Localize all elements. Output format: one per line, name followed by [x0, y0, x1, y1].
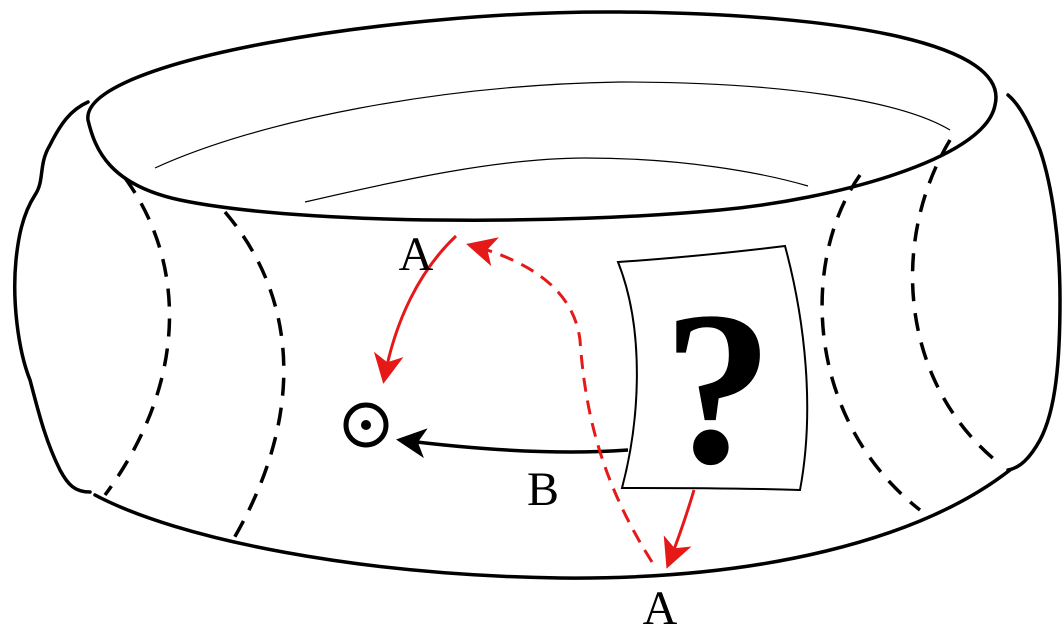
question-mark-icon: ?	[663, 266, 773, 510]
ring-top-opening	[86, 10, 998, 222]
ring-left-side	[13, 100, 92, 494]
ring-outline	[13, 10, 1062, 580]
red-dashed-path	[466, 237, 654, 563]
red-arrow-top	[373, 234, 458, 384]
red-arrow-bottom	[663, 489, 696, 569]
unknown-patch: ?	[616, 244, 809, 510]
arrow-b	[396, 428, 629, 459]
ring-inner-contours	[154, 81, 951, 203]
label-b: B	[527, 463, 559, 516]
patch-outline	[616, 244, 809, 492]
label-a-bottom: A	[643, 582, 678, 631]
circled-dot-icon	[343, 402, 389, 448]
ring-bottom-edge	[93, 468, 1012, 580]
ring-right-side	[1006, 93, 1062, 472]
ring-cross-sections	[103, 139, 997, 546]
label-a-top: A	[399, 228, 434, 281]
